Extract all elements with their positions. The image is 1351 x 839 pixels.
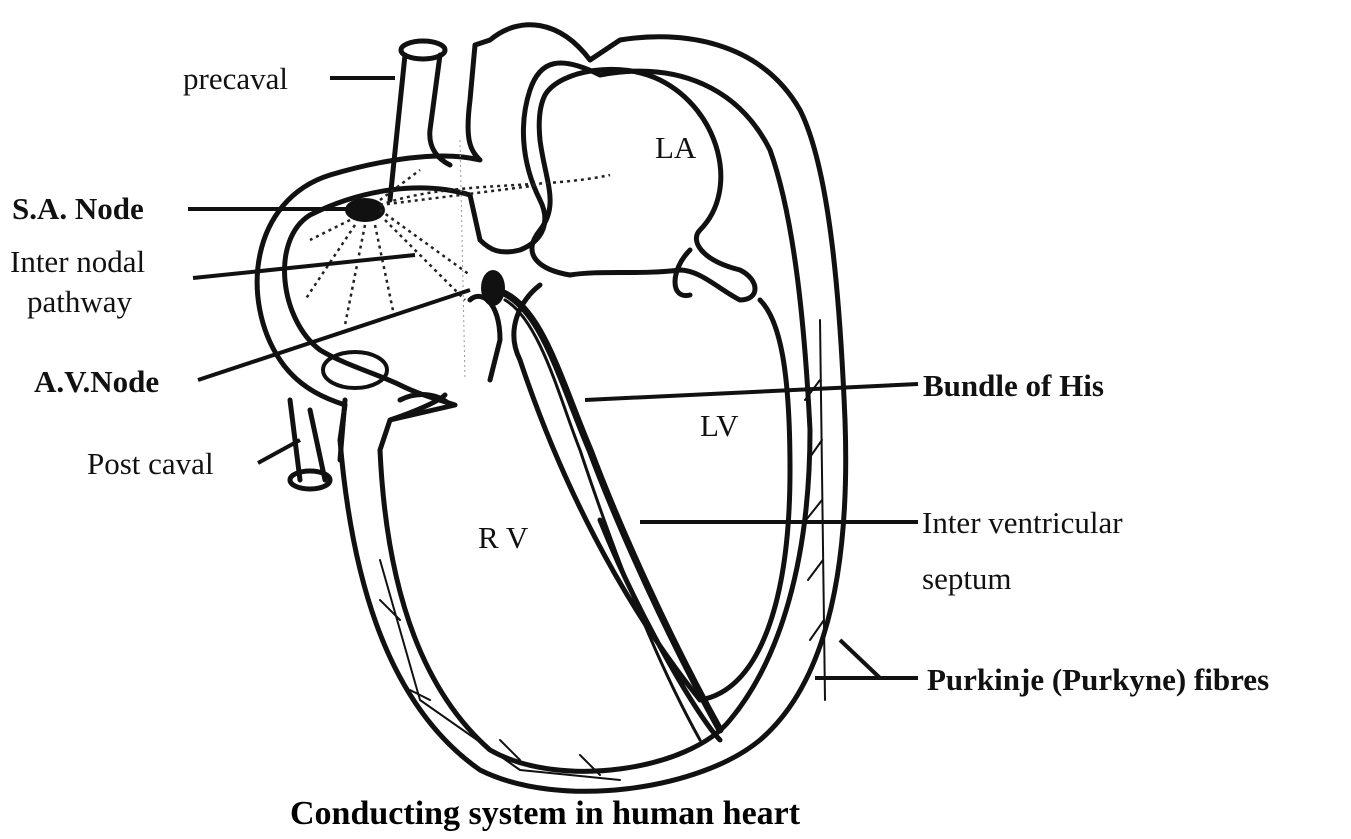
label-av-node: A.V.Node [34,364,160,399]
left-atrium [529,66,758,303]
label-precaval: precaval [183,61,288,96]
coronary-sinus [321,350,389,390]
leader-purkinje-1 [838,638,882,680]
label-sa-node: S.A. Node [12,191,144,226]
leader-av-node [197,288,471,382]
label-inter-nodal-1: Inter nodal [10,244,146,279]
sa-node [345,198,385,222]
label-bundle-of-his: Bundle of His [923,368,1104,403]
internodal-pathways [303,169,611,326]
precaval-vessel [387,52,453,203]
heart-outer-wall [254,22,849,794]
label-inter-ventricular-1: Inter ventricular [922,505,1123,540]
chamber-label-rv: R V [478,520,529,555]
chamber-label-lv: LV [700,408,739,443]
ventricle-chambers [387,282,793,743]
label-inter-nodal-2: pathway [27,284,133,319]
label-post-caval: Post caval [87,446,214,481]
bundle-of-his [491,286,724,734]
leader-bundle-of-his [584,382,919,402]
leader-post-caval [257,438,301,465]
label-purkinje: Purkinje (Purkyne) fibres [927,662,1270,697]
post-caval-vessel [287,397,348,483]
chamber-label-la: LA [655,130,697,165]
leader-inter-nodal [192,253,416,280]
av-node [481,270,505,306]
diagram-caption: Conducting system in human heart [290,795,801,832]
label-inter-ventricular-2: septum [922,561,1012,596]
